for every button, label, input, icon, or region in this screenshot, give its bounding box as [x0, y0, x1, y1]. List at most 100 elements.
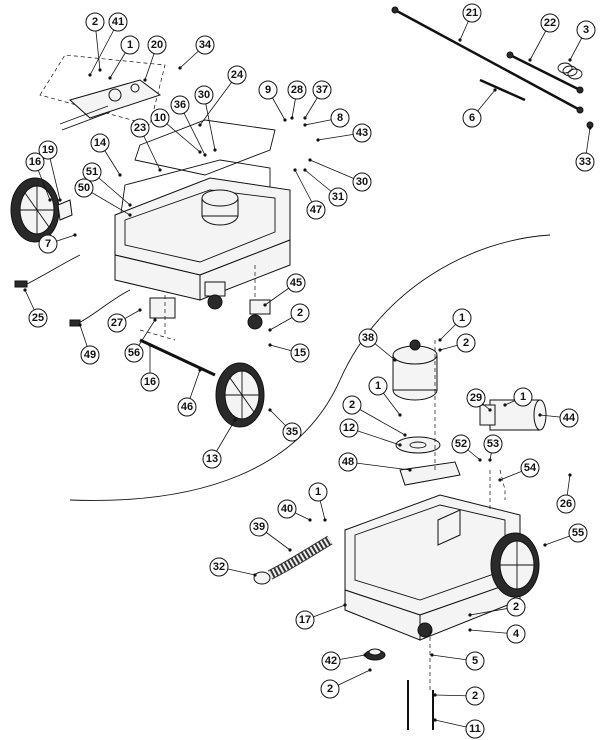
callout-circle — [209, 557, 229, 577]
callout-circle — [249, 517, 269, 537]
leader-end-dot — [543, 543, 547, 547]
callout-circle — [312, 80, 332, 100]
callout-circle — [338, 452, 358, 472]
callout-bubble: 2 — [85, 12, 105, 32]
leader-end-dot — [148, 343, 152, 347]
callout-number: 6 — [469, 112, 475, 124]
upper-tank-assembly — [10, 54, 291, 428]
callout-number: 5 — [472, 655, 478, 667]
callout-number: 29 — [470, 392, 482, 404]
leader-end-dot — [438, 348, 442, 352]
leader-end-dot — [398, 413, 402, 417]
callout-circle — [575, 152, 595, 172]
leader-end-dot — [98, 68, 102, 72]
callout-circle — [456, 333, 476, 353]
leader-end-dot — [493, 88, 497, 92]
leader-end-dot — [303, 168, 307, 172]
leader-end-dot — [468, 628, 472, 632]
callout-bubble: 5 — [465, 651, 485, 671]
leader-line — [351, 404, 406, 436]
leader-end-dot — [438, 338, 442, 342]
leader-end-dot — [253, 573, 257, 577]
callout-bubble: 1 — [120, 35, 140, 55]
callout-bubble: 29 — [466, 388, 486, 408]
leader-end-dot — [528, 58, 532, 62]
leader-end-dot — [233, 418, 237, 422]
callout-circle — [90, 133, 110, 153]
leader-end-dot — [488, 458, 492, 462]
callout-circle — [80, 345, 100, 365]
leader-end-dot — [503, 403, 507, 407]
callout-bubble: 10 — [150, 108, 170, 128]
leader-end-dot — [143, 78, 147, 82]
callout-number: 50 — [78, 182, 90, 194]
callout-bubble: 48 — [338, 452, 358, 472]
callout-number: 51 — [86, 166, 98, 178]
callout-circle — [506, 597, 526, 617]
callout-number: 30 — [356, 176, 368, 188]
leader-end-dot — [368, 668, 372, 672]
callout-circle — [277, 499, 297, 519]
callout-circle — [124, 343, 144, 363]
callout-circle — [330, 108, 350, 128]
leader-end-dot — [23, 288, 27, 292]
leader-end-dot — [478, 458, 482, 462]
short-rod-22 — [509, 53, 581, 92]
left-wheel — [10, 177, 60, 243]
leader-end-dot — [153, 318, 157, 322]
callout-bubble: 55 — [568, 523, 588, 543]
vacuum-hose — [267, 535, 333, 580]
callout-circle — [258, 80, 278, 100]
callout-bubble: 2 — [320, 679, 340, 699]
lower-tank-assembly — [253, 339, 547, 730]
callout-number: 34 — [199, 39, 212, 51]
callout-number: 28 — [291, 84, 303, 96]
callout-number: 24 — [231, 69, 244, 81]
callout-number: 39 — [253, 521, 265, 533]
callout-circle — [120, 35, 140, 55]
axle-rod — [139, 338, 216, 377]
callout-bubble: 27 — [107, 313, 127, 333]
leader-end-dot — [283, 118, 287, 122]
callout-number: 11 — [469, 723, 481, 735]
leader-end-dot — [203, 153, 207, 157]
callout-circle — [85, 12, 105, 32]
callout-circle — [352, 172, 372, 192]
callout-number: 56 — [128, 347, 140, 359]
callout-bubble: 16 — [140, 372, 160, 392]
callout-bubble: 38 — [358, 328, 378, 348]
callout-number: 42 — [325, 655, 337, 667]
callout-circle — [147, 35, 167, 55]
callout-number: 52 — [455, 438, 467, 450]
leader-end-dot — [158, 168, 162, 172]
leader-end-dot — [48, 198, 52, 202]
bottom-wheel — [215, 362, 265, 428]
callout-bubble: 42 — [321, 651, 341, 671]
section-divider-curve — [69, 234, 551, 501]
short-rod-6 — [479, 78, 526, 102]
callout-bubble: 36 — [170, 95, 190, 115]
callout-number: 26 — [560, 498, 572, 510]
callout-bubble: 19 — [38, 140, 58, 160]
leader-end-dot — [468, 613, 472, 617]
callout-number: 12 — [343, 422, 355, 434]
callout-number: 55 — [572, 527, 584, 539]
leader-end-dot — [316, 138, 320, 142]
callout-circle — [195, 35, 215, 55]
callout-number: 30 — [198, 89, 210, 101]
callout-circle — [177, 397, 197, 417]
callout-circle — [38, 234, 58, 254]
callout-number: 16 — [29, 156, 41, 168]
leader-end-dot — [303, 123, 307, 127]
leader-end-dot — [433, 693, 437, 697]
leader-end-dot — [408, 468, 412, 472]
callout-bubble: 46 — [177, 397, 197, 417]
callout-bubble: 1 — [308, 482, 328, 502]
leader-end-dot — [398, 443, 402, 447]
callout-number: 1 — [127, 39, 133, 51]
callout-number: 40 — [281, 503, 293, 515]
callout-circle — [520, 458, 540, 478]
callout-circle — [140, 372, 160, 392]
callout-number: 4 — [513, 628, 520, 640]
callout-bubble: 52 — [451, 434, 471, 454]
